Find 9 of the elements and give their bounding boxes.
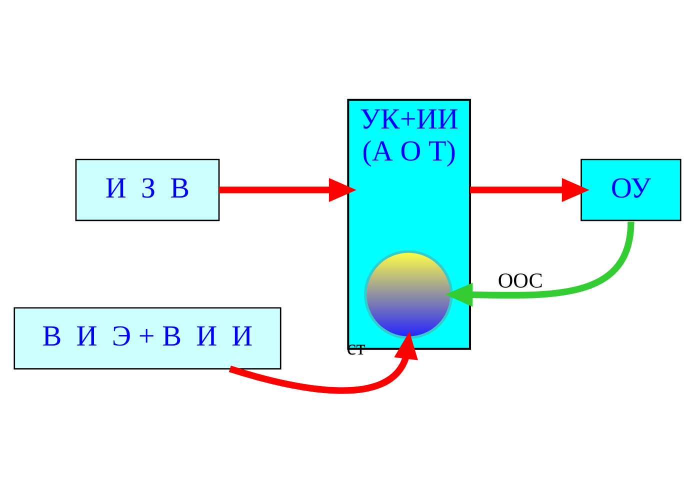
node-circle [364, 250, 453, 339]
arrow [228, 331, 418, 394]
node-box: В И Э + В И И [14, 307, 282, 370]
arrow [470, 178, 590, 202]
edge-label: ООС [498, 268, 543, 293]
arrow [219, 178, 356, 202]
arrow [445, 221, 634, 307]
node-box: ОУ [580, 158, 682, 222]
node-box: И З В [75, 158, 220, 222]
